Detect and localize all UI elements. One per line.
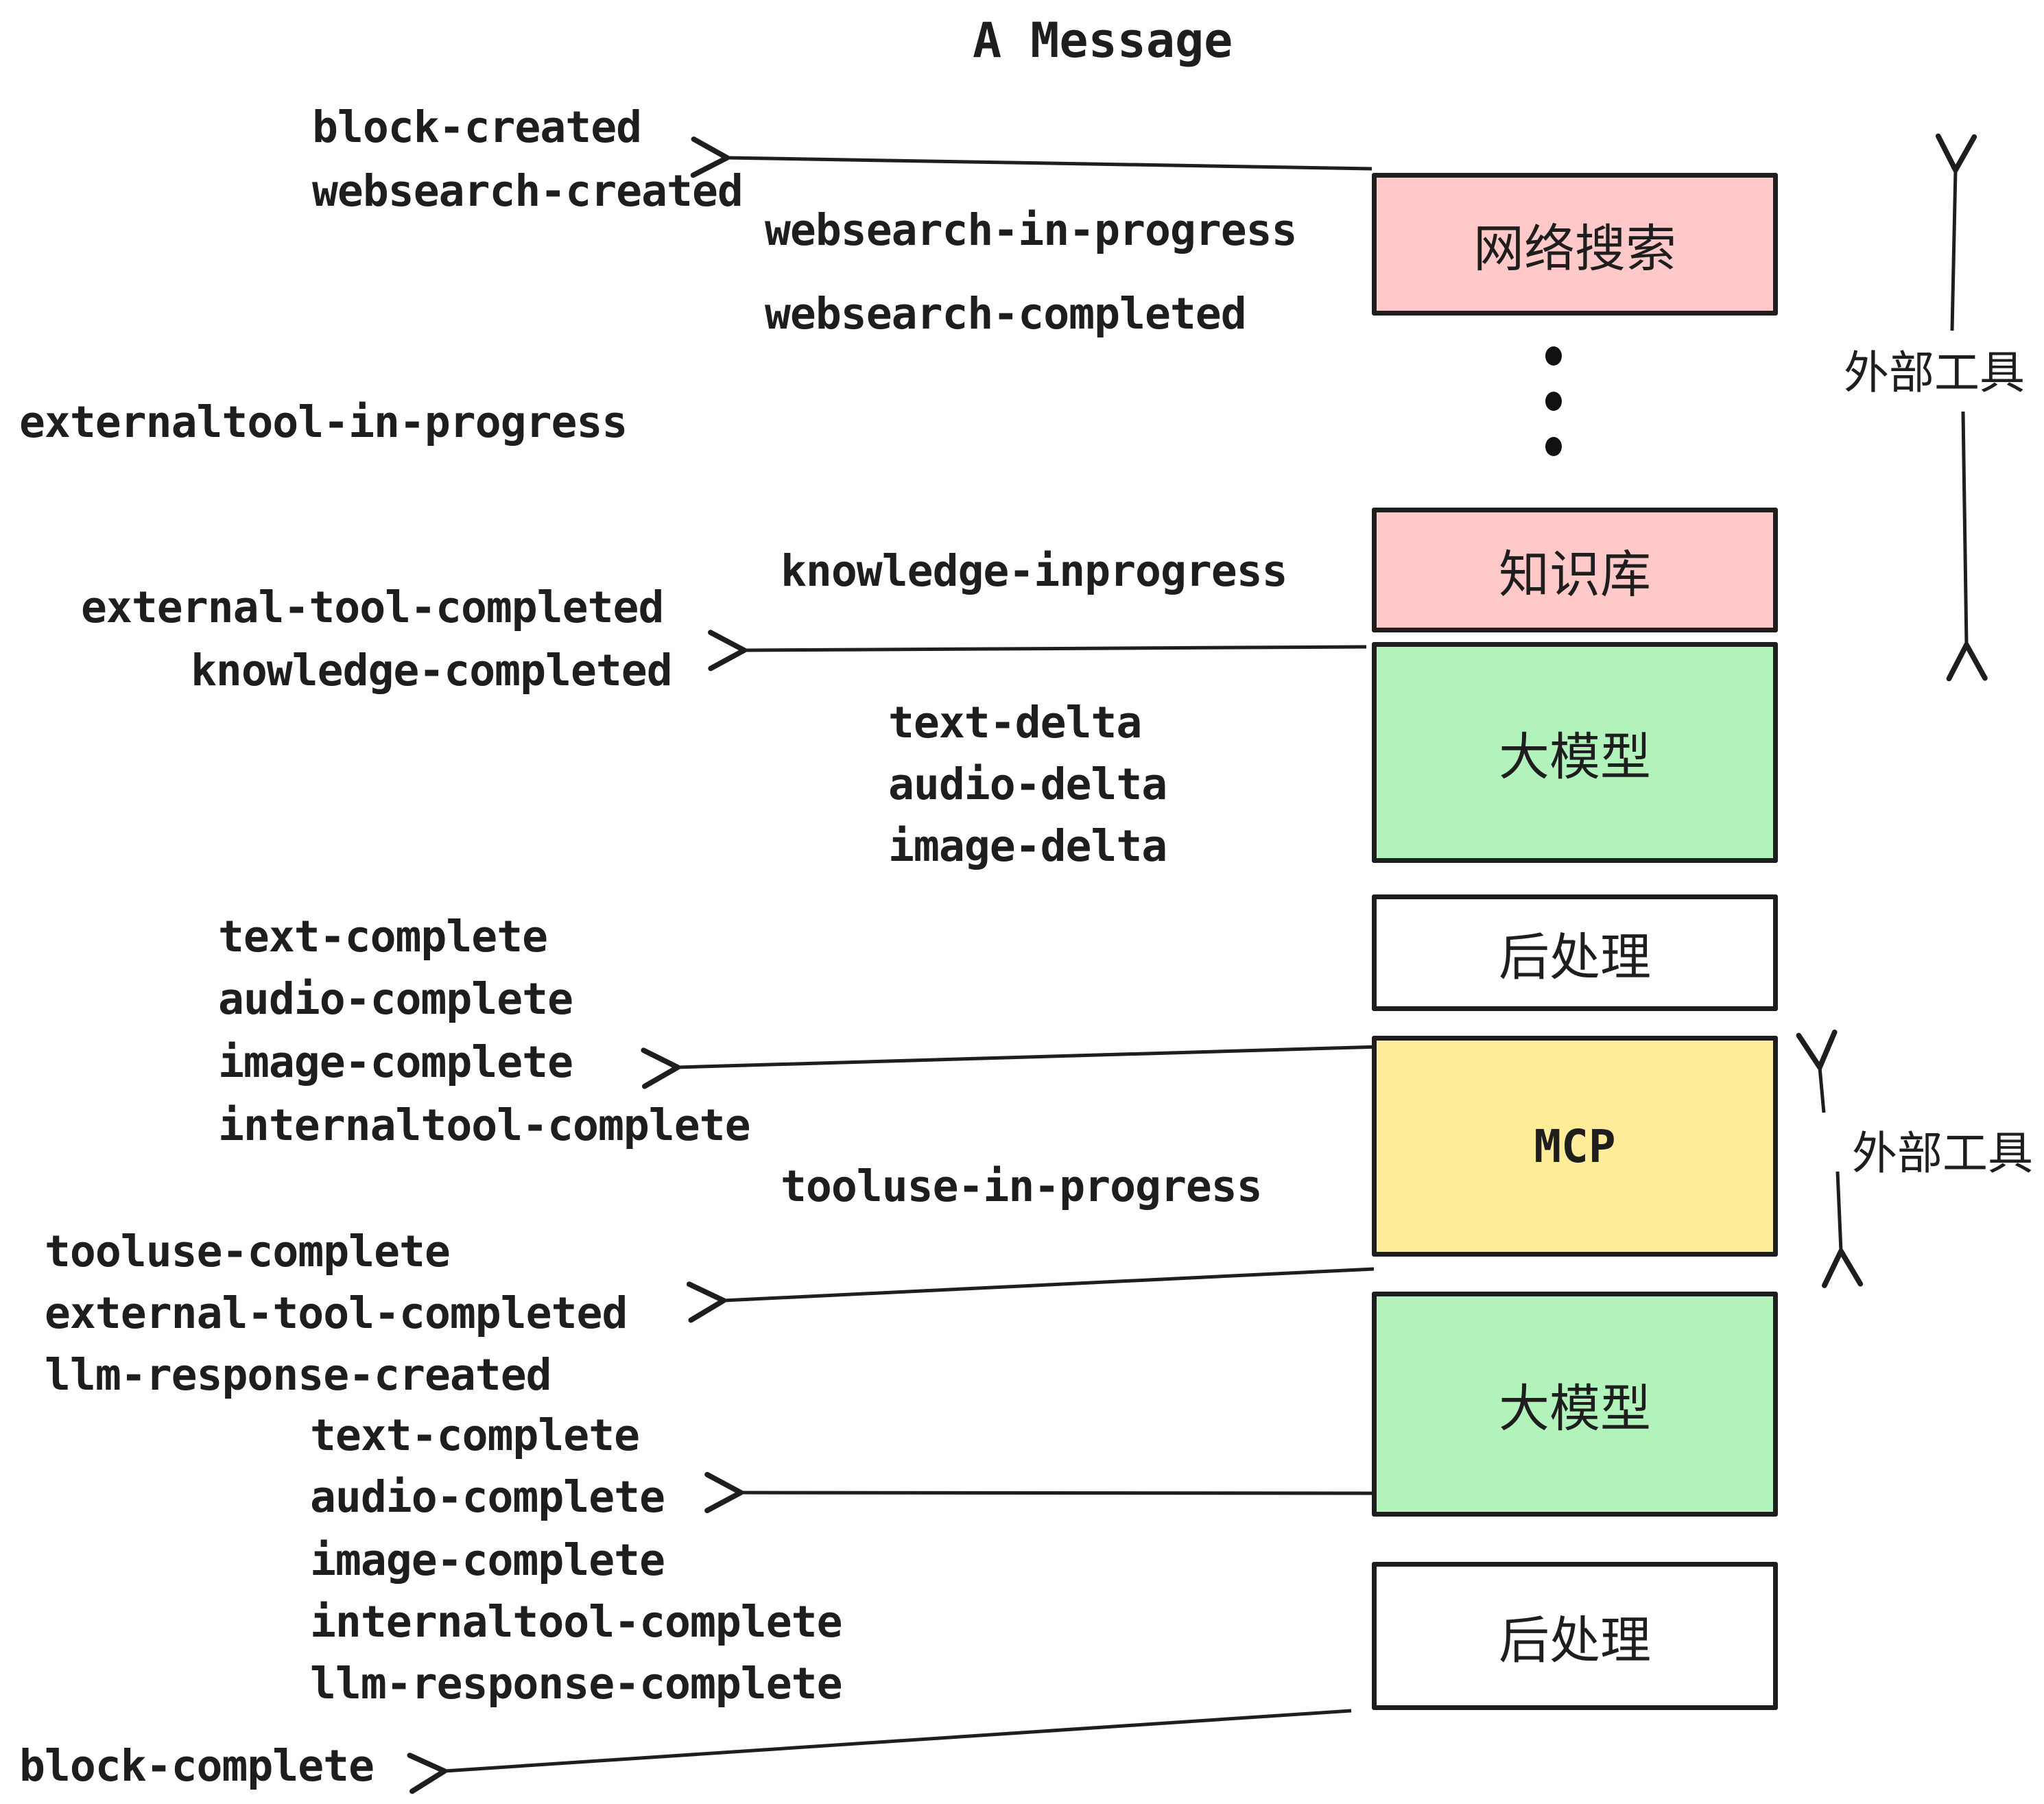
arrow-llm1-to-knowledge-completed xyxy=(708,630,1367,672)
event-externaltool-in-progress: externaltool-in-progress xyxy=(19,397,628,447)
node-llm-1-label: 大模型 xyxy=(1499,727,1651,787)
vertical-ellipsis-icon xyxy=(1545,437,1562,456)
vertical-ellipsis-icon xyxy=(1545,392,1562,411)
group-label-external-tools-2: 外部工具 xyxy=(1852,1127,2033,1180)
event-tooluse-in-progress: tooluse-in-progress xyxy=(781,1161,1263,1211)
event-external-tool-completed: external-tool-completed xyxy=(81,582,664,632)
node-knowledge: 知识库 xyxy=(1372,508,1778,632)
event-external-tool-completed-2: external-tool-completed xyxy=(45,1288,628,1338)
arrow-external-tools-2-up xyxy=(1796,1029,1838,1113)
node-llm-2: 大模型 xyxy=(1372,1292,1778,1517)
arrow-post1-to-image-complete xyxy=(641,1045,1381,1089)
event-knowledge-inprogress: knowledge-inprogress xyxy=(781,546,1288,596)
node-post-2-label: 后处理 xyxy=(1499,1611,1651,1670)
node-llm-1: 大模型 xyxy=(1372,642,1778,863)
arrow-external-tools-1-down xyxy=(1946,411,1988,682)
node-llm-2-label: 大模型 xyxy=(1499,1379,1651,1438)
event-llm-response-created: llm-response-created xyxy=(45,1350,552,1400)
event-websearch-created: websearch-created xyxy=(312,166,744,216)
node-knowledge-label: 知识库 xyxy=(1499,545,1651,604)
node-mcp: MCP xyxy=(1372,1036,1778,1257)
vertical-ellipsis-icon xyxy=(1545,346,1562,366)
event-websearch-in-progress: websearch-in-progress xyxy=(765,205,1298,255)
node-post-1-label: 后处理 xyxy=(1499,927,1651,987)
arrow-mcp-to-tooluse-complete xyxy=(686,1267,1375,1323)
event-text-complete-2: text-complete xyxy=(310,1410,640,1460)
arrow-external-tools-1-up xyxy=(1935,133,1977,331)
node-websearch-label: 网络搜索 xyxy=(1473,219,1676,278)
event-text-complete: text-complete xyxy=(218,912,548,962)
event-llm-response-complete: llm-response-complete xyxy=(310,1659,843,1709)
event-audio-delta: audio-delta xyxy=(888,759,1167,809)
event-block-complete: block-complete xyxy=(19,1741,375,1791)
event-internaltool-complete-2: internaltool-complete xyxy=(310,1597,843,1647)
diagram-title: A Message xyxy=(973,12,1233,69)
node-mcp-label: MCP xyxy=(1534,1119,1616,1173)
event-knowledge-completed: knowledge-completed xyxy=(191,645,673,696)
event-image-complete: image-complete xyxy=(218,1037,573,1087)
group-label-external-tools-1: 外部工具 xyxy=(1844,346,2025,399)
event-block-created: block-created xyxy=(312,102,642,152)
arrow-websearch-to-block-created xyxy=(690,137,1372,178)
event-audio-complete-2: audio-complete xyxy=(310,1472,665,1522)
event-text-delta: text-delta xyxy=(888,698,1142,748)
event-image-complete-2: image-complete xyxy=(310,1535,665,1585)
event-image-delta: image-delta xyxy=(888,821,1167,871)
arrow-post2-to-block-complete xyxy=(407,1709,1352,1794)
event-tooluse-complete: tooluse-complete xyxy=(45,1226,451,1277)
event-websearch-completed: websearch-completed xyxy=(765,289,1247,339)
arrow-external-tools-2-down xyxy=(1822,1171,1864,1288)
node-post-2: 后处理 xyxy=(1372,1562,1778,1710)
event-internaltool-complete: internaltool-complete xyxy=(218,1100,751,1150)
node-websearch: 网络搜索 xyxy=(1372,173,1778,316)
event-audio-complete: audio-complete xyxy=(218,974,573,1024)
node-post-1: 后处理 xyxy=(1372,894,1778,1011)
